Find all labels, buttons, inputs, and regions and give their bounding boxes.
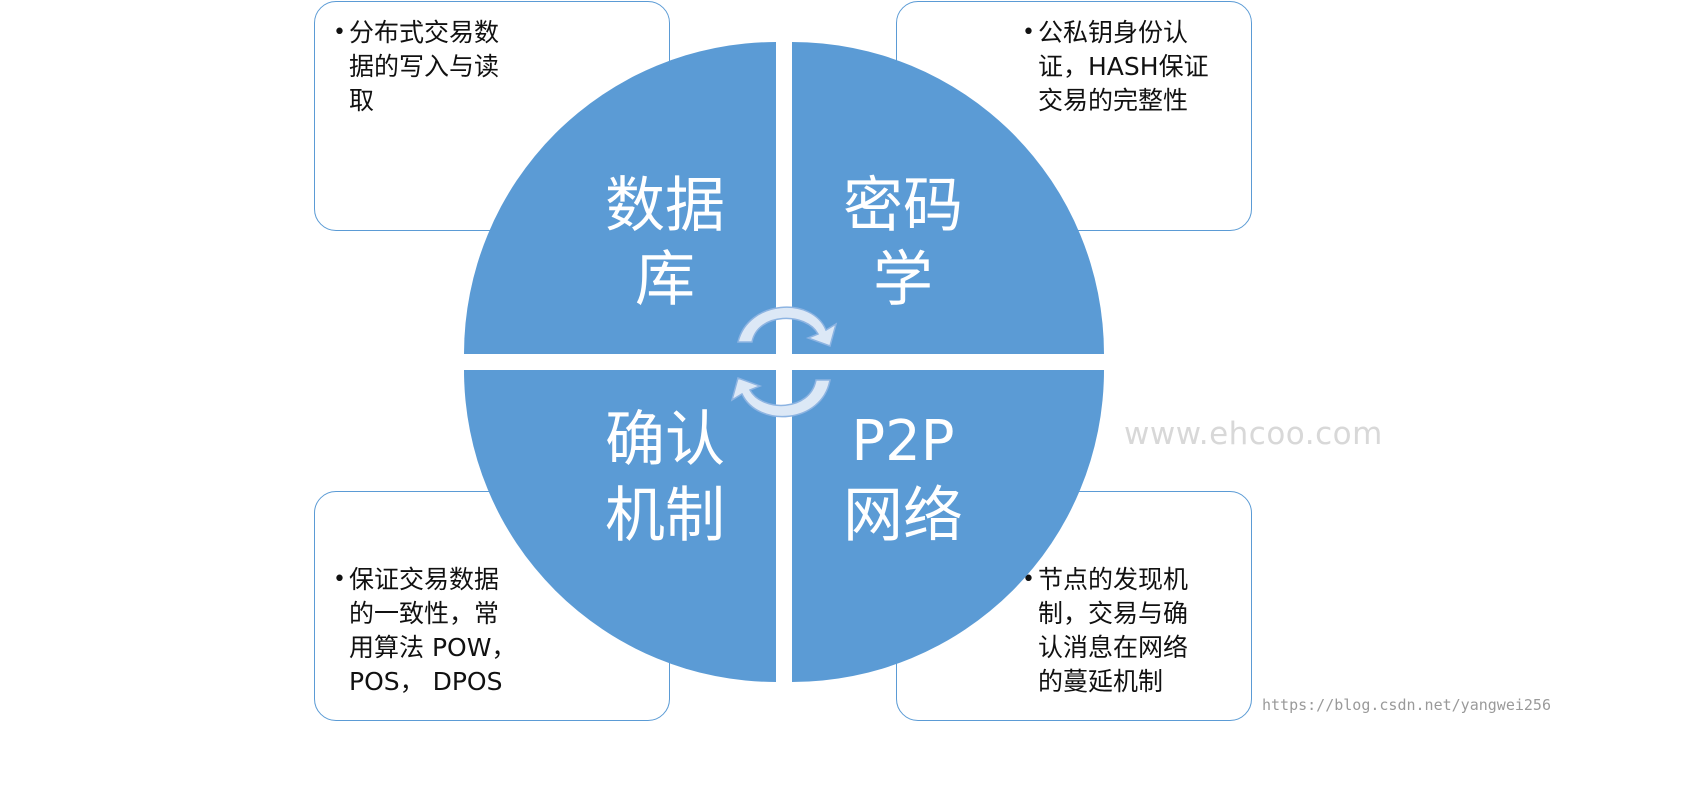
quadrant-cryptography xyxy=(792,42,1104,354)
quadrant-label-cryptography-line2: 学 xyxy=(873,245,933,315)
quadrant-label-cryptography-line1: 密码 xyxy=(843,171,963,241)
bullet-icon: • xyxy=(333,567,346,592)
curved-arrow-counterclockwise-icon xyxy=(730,377,831,418)
quadrant-label-consensus-line1: 确认 xyxy=(605,405,725,475)
quadrant-label-database-line2: 库 xyxy=(635,245,695,315)
footer-url: https://blog.csdn.net/yangwei256 xyxy=(1262,696,1551,714)
callout-text-cryptography-content: 公私钥身份认 证，HASH保证 交易的完整性 xyxy=(1038,18,1209,115)
callout-text-consensus: • 保证交易数据 的一致性，常 用算法 POW， POS， DPOS xyxy=(333,563,517,699)
quadrant-label-p2p-line2: 网络 xyxy=(843,481,963,551)
callout-text-database-content: 分布式交易数 据的写入与读 取 xyxy=(349,18,500,115)
callout-text-consensus-content: 保证交易数据 的一致性，常 用算法 POW， POS， DPOS xyxy=(349,565,517,696)
quadrant-label-database-line1: 数据 xyxy=(605,171,725,241)
quadrant-label-consensus-line2: 机制 xyxy=(605,481,725,551)
callout-text-database: • 分布式交易数 据的写入与读 取 xyxy=(333,16,500,118)
quadrant-database xyxy=(464,42,776,354)
bullet-icon: • xyxy=(1022,20,1035,45)
quadrant-p2p xyxy=(792,370,1104,682)
quadrant-label-p2p-line1: P2P xyxy=(851,409,954,474)
watermark: www.ehcoo.com xyxy=(1124,416,1383,452)
quadrant-consensus xyxy=(464,370,776,682)
bullet-icon: • xyxy=(333,20,346,45)
curved-arrow-clockwise-icon xyxy=(737,306,838,347)
blockchain-quadrant-diagram: 数据 库 密码 学 确认 机制 P2P 网络 xyxy=(464,42,1104,682)
callout-text-p2p-content: 节点的发现机 制，交易与确 认消息在网络 的蔓延机制 xyxy=(1038,565,1189,696)
callout-text-cryptography: • 公私钥身份认 证，HASH保证 交易的完整性 xyxy=(1022,16,1209,118)
callout-text-p2p: • 节点的发现机 制，交易与确 认消息在网络 的蔓延机制 xyxy=(1022,563,1189,699)
